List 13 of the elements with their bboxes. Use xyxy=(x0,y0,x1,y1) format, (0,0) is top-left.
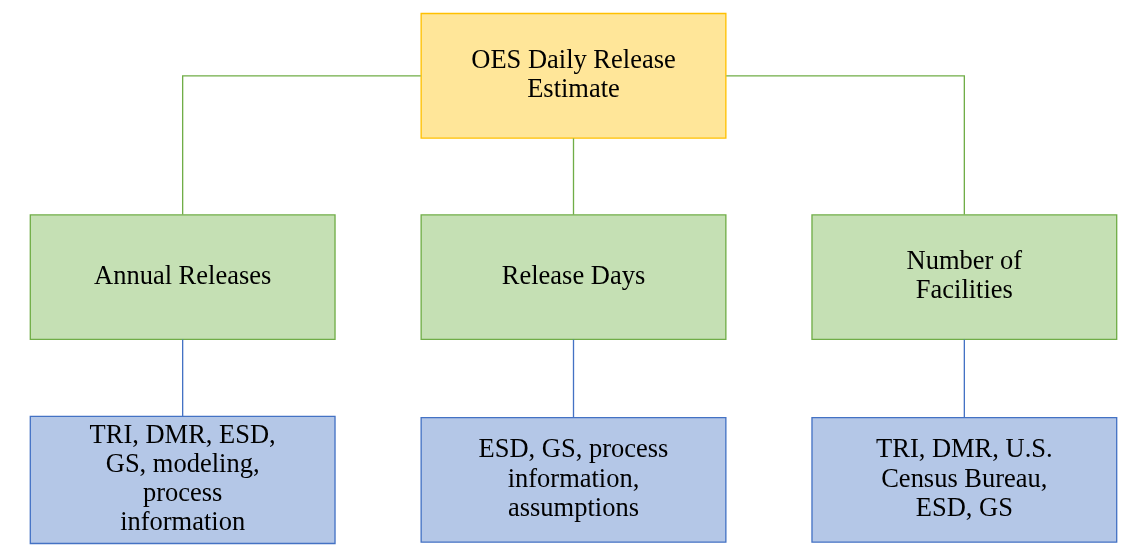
connector xyxy=(572,338,574,418)
node-box: Annual Releases xyxy=(29,214,336,341)
node-box: OES Daily Release Estimate xyxy=(419,12,726,139)
node-box: Release Days xyxy=(419,214,726,341)
connector xyxy=(725,75,965,216)
node-box: TRI, DMR, ESD, GS, modeling, process information xyxy=(29,415,336,545)
node-box: TRI, DMR, U.S. Census Bureau, ESD, GS xyxy=(810,416,1117,543)
connector xyxy=(181,338,183,417)
node-box: Number of Facilities xyxy=(810,214,1117,341)
connector xyxy=(963,338,965,418)
node-box: ESD, GS, process information, assumptions xyxy=(419,416,726,543)
connector xyxy=(181,75,421,216)
connector xyxy=(572,137,574,216)
